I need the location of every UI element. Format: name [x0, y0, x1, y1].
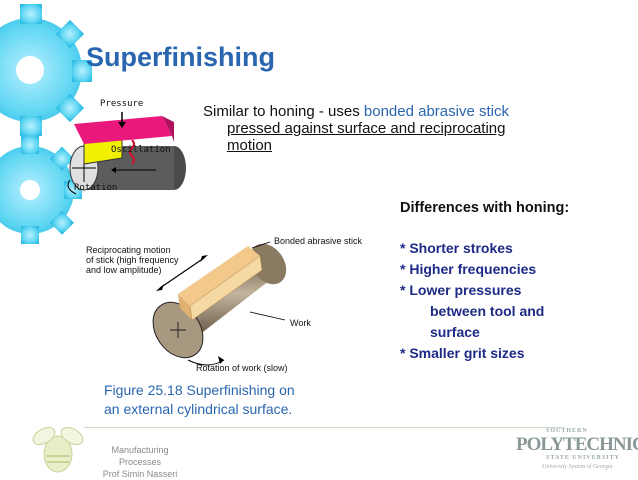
- work-label: Work: [290, 318, 311, 328]
- abrasive-stick-top-shape: [178, 246, 260, 306]
- intro-highlight: bonded abrasive stick: [363, 103, 509, 120]
- university-logo: SOUTHERN POLYTECHNIC STATE UNIVERSITY Un…: [516, 428, 638, 470]
- footer-credit: Manufacturing Processes Prof Simin Nasse…: [102, 445, 178, 479]
- rotation-label: Rotation: [74, 183, 118, 193]
- spring-icon: [129, 139, 135, 165]
- main-superfinishing-figure: [152, 241, 287, 366]
- diff-item-smaller: * Smaller grit sizes: [400, 345, 525, 361]
- gear-decoration-icon: [0, 4, 92, 244]
- reciprocating-motion-label: Reciprocating motion of stick (high freq…: [86, 245, 179, 275]
- diff-item-lower: * Lower pressures between tool and surfa…: [400, 282, 545, 340]
- rotation-of-work-label: Rotation of work (slow): [196, 363, 288, 373]
- gear-large-icon: [0, 4, 92, 136]
- figure-caption: Figure 25.18 Superfinishing on an extern…: [104, 382, 295, 417]
- bonded-abrasive-stick-label: Bonded abrasive stick: [274, 236, 363, 246]
- intro-text: Similar to honing - uses bonded abrasive…: [203, 103, 603, 154]
- small-schematic-figure: [67, 112, 186, 195]
- work-cylinder-far-end-shape: [249, 243, 287, 285]
- diff-item-higher: * Higher frequencies: [400, 261, 537, 277]
- intro-part1: Similar to honing - uses: [203, 103, 364, 120]
- pressure-block-shape: [74, 116, 172, 144]
- diff-item-shorter: * Shorter strokes: [400, 240, 513, 256]
- differences-heading: Differences with honing:: [400, 200, 570, 216]
- intro-line2: pressed against surface and reciprocatin…: [227, 120, 506, 137]
- pressure-label: Pressure: [100, 99, 144, 109]
- reciprocating-arrow-icon: [159, 257, 205, 289]
- page-title: Superfinishing: [86, 42, 275, 72]
- abrasive-stick-side-shape: [189, 255, 263, 321]
- footer-divider: [84, 427, 564, 428]
- oscillation-label: Oscillation: [111, 145, 171, 155]
- differences-panel: Differences with honing: * Shorter strok…: [400, 200, 638, 364]
- hornet-mascot-icon: [32, 426, 84, 473]
- intro-line3: motion: [227, 137, 273, 154]
